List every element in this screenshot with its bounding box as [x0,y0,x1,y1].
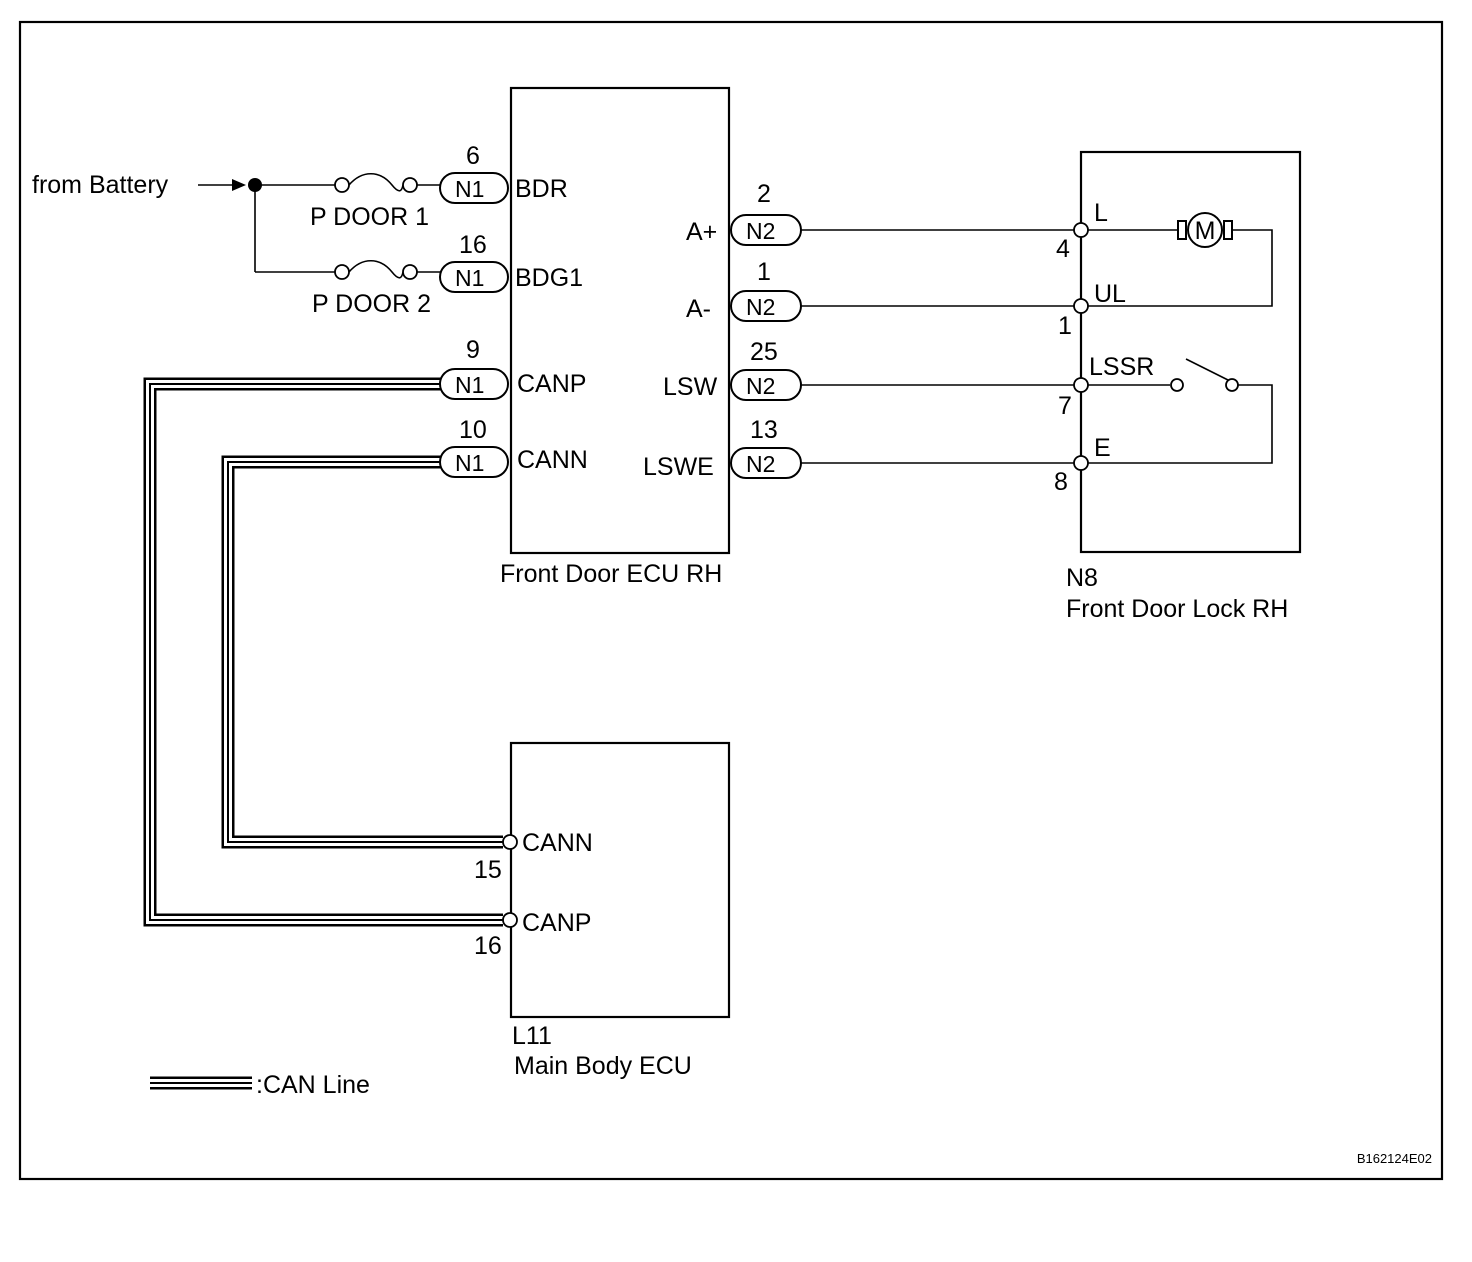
terminal-icon [1073,377,1089,393]
door-lock-pin: L 4 [1056,199,1108,263]
pin-number: 2 [757,180,771,208]
pin-number: 7 [1058,392,1072,420]
pin-number: 1 [1058,312,1072,340]
pin-number: 9 [466,336,480,364]
figure-code: B162124E02 [1357,1151,1432,1166]
terminal-icon [502,834,518,850]
switch-icon [1170,358,1239,392]
signal-name: CANP [517,370,586,398]
pin-signal: L [1094,199,1108,227]
can-line-canp [143,377,503,927]
door-lock-pin: LSSR 7 [1058,353,1154,420]
fuse-icon [334,259,418,280]
pin-signal: E [1094,434,1111,462]
ecu-right-pin: 1 N2 A- [686,258,802,323]
ecu-left-pin: 10 N1 CANN [439,416,588,478]
pin-number: 25 [750,338,778,366]
fuse-label: P DOOR 1 [310,203,429,231]
main-body-ecu-code: L11 [512,1022,552,1050]
pin-number: 8 [1054,468,1068,496]
pin-number: 6 [466,142,480,170]
pin-number: 10 [459,416,487,444]
signal-name: LSWE [643,453,714,481]
front-door-ecu-label: Front Door ECU RH [500,560,722,588]
connector-code: N1 [455,176,484,202]
connector-tag [439,172,509,204]
pin-signal: LSSR [1089,353,1154,381]
can-line-cann [221,455,503,849]
connector-code: N2 [746,373,775,399]
ecu-right-pin: 25 N2 LSW [663,338,802,401]
ecu-left-pin: 6 N1 BDR [439,142,568,204]
fuse-label: P DOOR 2 [312,290,431,318]
main-body-ecu-box [509,741,731,1019]
pin-number: 15 [474,856,502,884]
from-battery-label: from Battery [32,171,169,199]
signal-name: LSW [663,373,718,401]
ecu-right-pin: 2 N2 A+ [686,180,802,246]
pin-number: 16 [459,231,487,259]
front-door-ecu-box [509,86,731,555]
signal-name: BDR [515,175,568,203]
terminal-icon [1073,222,1089,238]
main-body-ecu-pin: CANP 16 [474,909,591,960]
legend-label: :CAN Line [256,1071,370,1099]
pin-number: 16 [474,932,502,960]
door-lock-label: Front Door Lock RH [1066,595,1288,623]
diagram-frame [18,20,1444,1181]
signal-name: CANN [522,829,593,857]
signal-name: A- [686,295,711,323]
main-body-ecu-pin: CANN 15 [474,829,593,884]
motor-icon: M [1177,212,1233,248]
pin-number: 13 [750,416,778,444]
connector-code: N2 [746,294,775,320]
pin-signal: UL [1094,280,1126,308]
signal-name: BDG1 [515,264,583,292]
connector-code: N2 [746,218,775,244]
ecu-left-pin: 16 N1 BDG1 [439,231,583,293]
door-lock-pin: UL 1 [1058,280,1126,340]
connector-tag [439,261,509,293]
connector-code: N1 [455,265,484,291]
terminal-icon [502,912,518,928]
terminal-icon [1073,455,1089,471]
door-lock-code: N8 [1066,564,1098,592]
connector-tag [439,446,509,478]
signal-name: CANN [517,446,588,474]
door-lock-pin: E 8 [1054,434,1111,496]
pin-number: 4 [1056,235,1070,263]
main-body-ecu-label: Main Body ECU [514,1052,692,1080]
connector-code: N1 [455,450,484,476]
connector-code: N1 [455,372,484,398]
battery-arrow-icon [198,179,246,191]
connector-code: N2 [746,451,775,477]
signal-name: CANP [522,909,591,937]
fuse-icon [334,172,418,193]
terminal-icon [1073,298,1089,314]
signal-name: A+ [686,218,717,246]
ecu-right-pin: 13 N2 LSWE [643,416,802,481]
ecu-left-pin: 9 N1 CANP [439,336,586,400]
connector-tag [439,368,509,400]
pin-number: 1 [757,258,771,286]
motor-symbol: M [1195,217,1216,245]
door-lock-box [1079,150,1302,554]
